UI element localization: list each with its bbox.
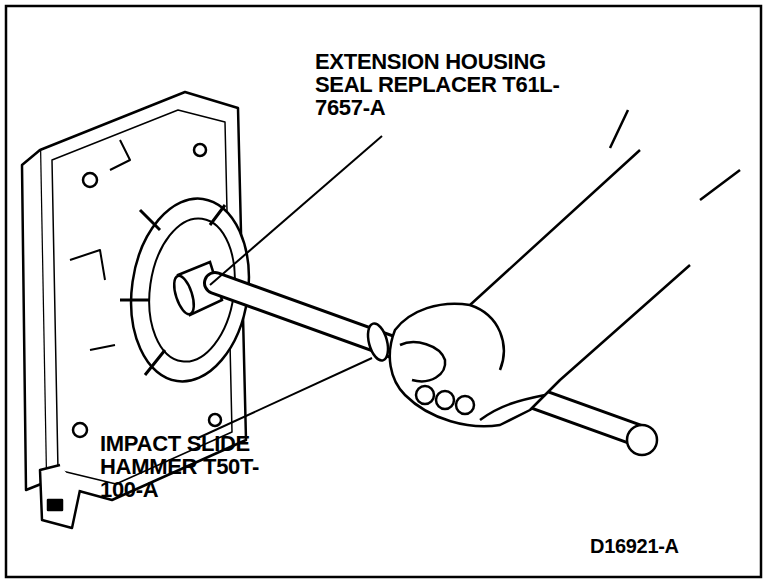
frame-border — [6, 6, 761, 577]
part-name: EXTENSION HOUSING SEAL REPLACER T61L-765… — [315, 50, 600, 119]
part-name: IMPACT SLIDE HAMMER T50T-100-A — [100, 432, 300, 501]
leader-lines — [198, 136, 382, 438]
hand — [390, 110, 740, 426]
figure-number: D16921-A — [590, 536, 750, 557]
